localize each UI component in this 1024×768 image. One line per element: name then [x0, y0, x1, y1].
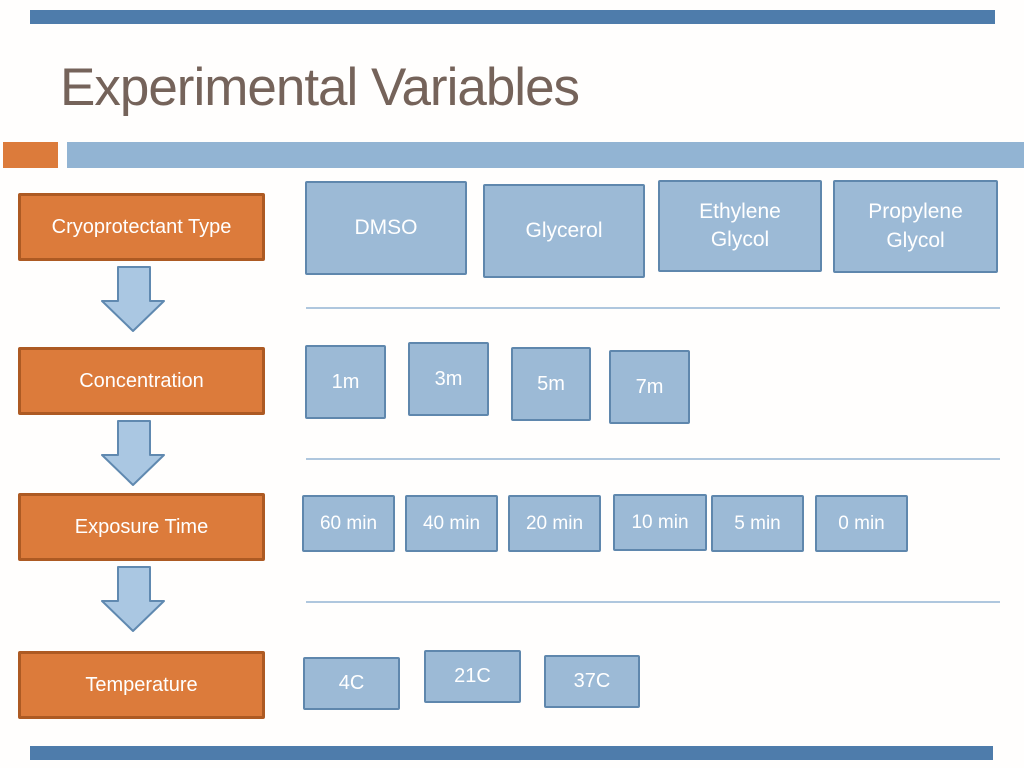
option-box-10-min: 10 min [613, 494, 707, 551]
option-box-ethylene-glycol: Ethylene Glycol [658, 180, 822, 272]
option-box-37c: 37C [544, 655, 640, 708]
variable-label-temperature: Temperature [18, 651, 265, 719]
option-box-propylene-glycol: Propylene Glycol [833, 180, 998, 273]
option-box-5-min: 5 min [711, 495, 804, 552]
option-box-glycerol: Glycerol [483, 184, 645, 278]
down-arrow-icon [101, 420, 165, 486]
row-divider [306, 601, 1000, 603]
option-box-40-min: 40 min [405, 495, 498, 552]
title-accent-orange-block [3, 142, 58, 168]
option-box-5m: 5m [511, 347, 591, 421]
option-box-3m: 3m [408, 342, 489, 416]
option-box-4c: 4C [303, 657, 400, 710]
top-border-bar [30, 10, 995, 24]
option-box-60-min: 60 min [302, 495, 395, 552]
variable-label-concentration: Concentration [18, 347, 265, 415]
row-divider [306, 458, 1000, 460]
option-box-0-min: 0 min [815, 495, 908, 552]
variable-label-exposure-time: Exposure Time [18, 493, 265, 561]
title-accent-blue-band [67, 142, 1024, 168]
variable-label-cryoprotectant-type: Cryoprotectant Type [18, 193, 265, 261]
down-arrow-icon [101, 266, 165, 332]
option-box-1m: 1m [305, 345, 386, 419]
slide-title: Experimental Variables [60, 58, 580, 117]
down-arrow-icon [101, 566, 165, 632]
option-box-dmso: DMSO [305, 181, 467, 275]
option-box-20-min: 20 min [508, 495, 601, 552]
option-box-7m: 7m [609, 350, 690, 424]
row-divider [306, 307, 1000, 309]
option-box-21c: 21C [424, 650, 521, 703]
bottom-border-bar [30, 746, 993, 760]
